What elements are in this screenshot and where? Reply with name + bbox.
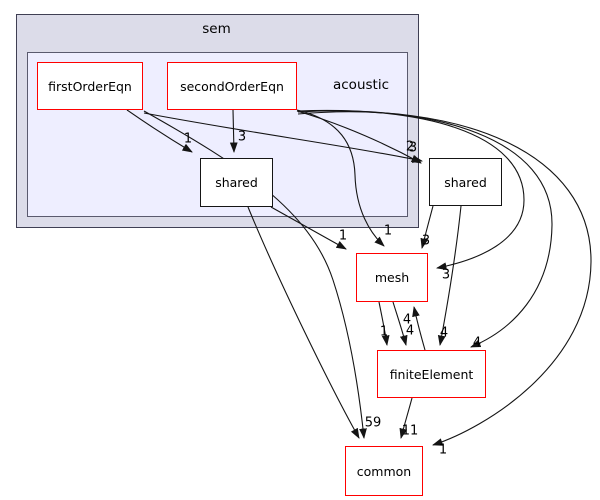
node-finiteelement[interactable]: finiteElement xyxy=(377,350,486,398)
node-label: firstOrderEqn xyxy=(48,78,132,94)
cluster-sem-label[interactable]: sem xyxy=(202,21,231,37)
edge-label: 3 xyxy=(421,233,431,249)
edge-label: 4 xyxy=(405,323,415,339)
edge-label: 4 xyxy=(439,325,449,341)
edge-shared_outer-mesh xyxy=(420,205,434,249)
edge-mesh-finiteElement-1 xyxy=(378,301,390,346)
node-label: mesh xyxy=(374,270,410,285)
edge-label: 1 xyxy=(338,228,348,244)
edge-label: 1 xyxy=(379,324,389,340)
node-shared-sem[interactable]: shared xyxy=(200,158,273,207)
node-common[interactable]: common xyxy=(345,446,423,496)
edge-label: 1 xyxy=(438,442,448,458)
edge-label: 59 xyxy=(364,415,382,431)
node-label: common xyxy=(356,463,412,479)
node-firstordereqn[interactable]: firstOrderEqn xyxy=(37,62,143,110)
edge-label: 11 xyxy=(401,423,419,439)
edge-mesh-finiteElement-4 xyxy=(392,301,408,346)
node-shared-outer[interactable]: shared xyxy=(429,158,502,206)
edge-finiteElement-mesh xyxy=(412,306,426,351)
edge-finiteElement-common xyxy=(399,397,413,439)
edge-label: 3 xyxy=(441,267,451,283)
node-label: shared xyxy=(215,175,258,190)
node-label: secondOrderEqn xyxy=(180,78,284,94)
cluster-acoustic-label: acoustic xyxy=(332,77,389,93)
edge-shared_sem-common xyxy=(247,206,360,439)
node-secondordereqn[interactable]: secondOrderEqn xyxy=(167,62,297,110)
edge-label: 4 xyxy=(472,335,482,351)
node-mesh[interactable]: mesh xyxy=(356,253,428,302)
edge-shared_outer-finiteElement xyxy=(437,205,462,346)
node-label: shared xyxy=(444,174,487,190)
edge-label: 4 xyxy=(402,312,412,328)
node-label: finiteElement xyxy=(389,366,474,382)
